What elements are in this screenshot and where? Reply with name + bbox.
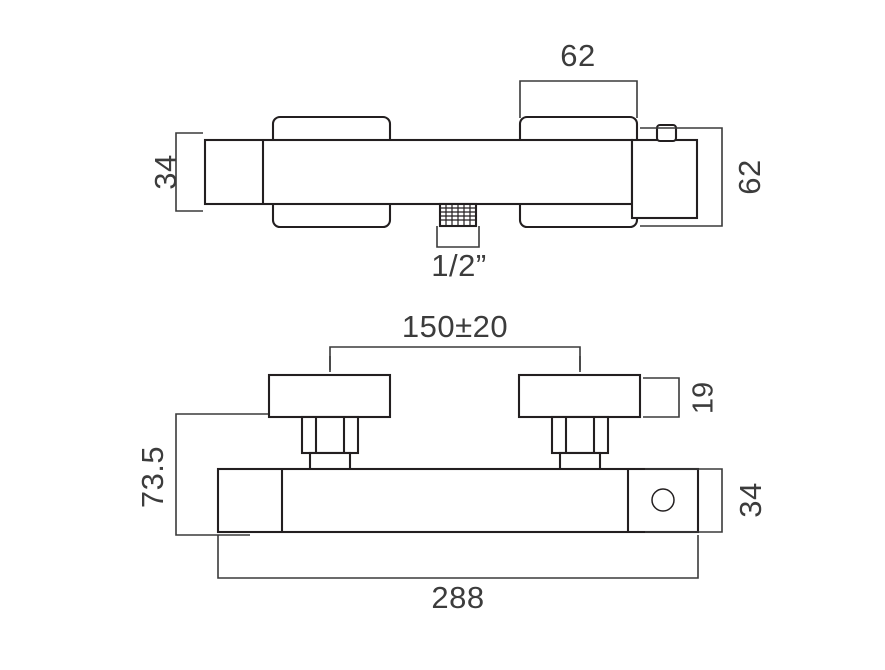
dim-top-view-right-depth-62: 62 xyxy=(640,127,767,227)
temperature-indicator-circle xyxy=(651,488,675,512)
dim-label-handle-width: 62 xyxy=(560,38,595,73)
top-view-indicator-tab xyxy=(655,123,678,143)
right-handle-cap xyxy=(517,373,642,419)
right-handle-hexnut xyxy=(550,415,610,455)
dim-top-view-thread-half-inch: 1/2” xyxy=(431,226,486,283)
dim-label-thread: 1/2” xyxy=(431,248,486,283)
dim-top-view-depth-34: 34 xyxy=(148,132,203,212)
right-handle-collar xyxy=(558,451,602,472)
dim-label-centres: 150±20 xyxy=(402,309,508,344)
dim-front-view-body-height-34: 34 xyxy=(645,468,768,533)
dim-top-view-handle-width-62: 62 xyxy=(519,38,638,118)
left-handle-hexnut xyxy=(300,415,360,455)
top-view-body-bar xyxy=(203,138,634,206)
front-view-group: 150±20 19 73.5 34 288 xyxy=(135,309,768,615)
dim-front-view-centres-150: 150±20 xyxy=(329,309,581,372)
dim-label-right-depth: 62 xyxy=(732,159,767,194)
left-handle-cap xyxy=(267,373,392,419)
front-view-body-bar xyxy=(216,467,700,534)
dim-label-total-width: 288 xyxy=(431,580,484,615)
top-view-group: 34 62 62 1/2” xyxy=(148,38,767,283)
dim-label-body-height: 34 xyxy=(733,482,768,517)
left-handle-collar xyxy=(308,451,352,472)
dim-front-view-total-width-288: 288 xyxy=(217,535,699,615)
dim-front-view-total-height-735: 73.5 xyxy=(135,413,268,536)
front-view-left-handle xyxy=(267,356,392,472)
dim-label-handle-height: 19 xyxy=(688,382,720,414)
dim-front-view-handle-height-19: 19 xyxy=(643,377,720,418)
dim-label-total-height: 73.5 xyxy=(135,446,170,508)
top-view-outlet-thread xyxy=(438,202,478,228)
front-view-right-handle xyxy=(517,356,642,472)
top-view-right-end-block xyxy=(630,138,699,220)
dim-label-top-depth: 34 xyxy=(148,154,183,189)
